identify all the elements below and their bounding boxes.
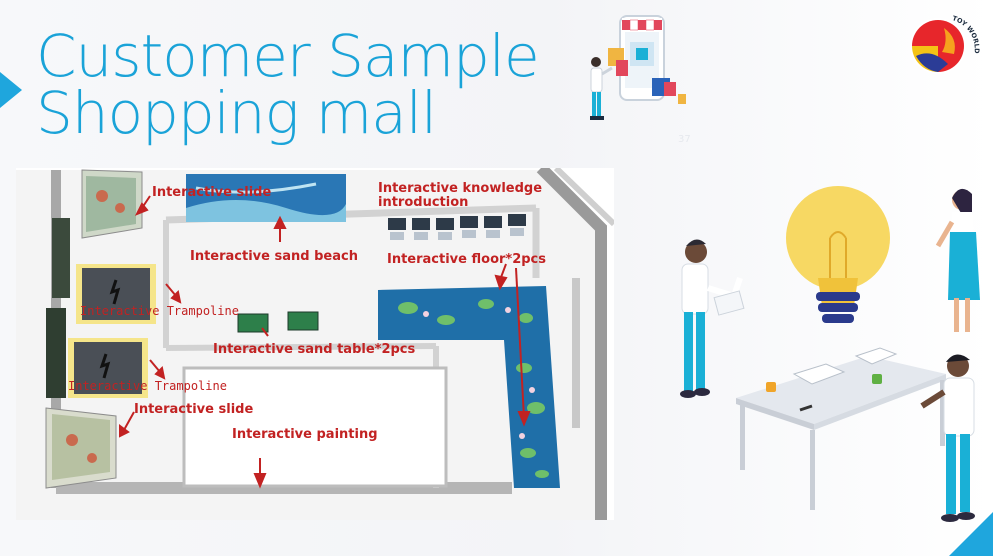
- lightbulb-icon: [786, 186, 890, 323]
- label-interactive-painting: Interactive painting: [232, 427, 378, 442]
- accent-arrow-icon: [0, 72, 22, 108]
- label-interactive-trampoline-2: Interactive Trampoline: [68, 379, 227, 393]
- title-line-2: Shopping mall: [36, 79, 437, 147]
- shopping-phone-illustration: [590, 15, 686, 120]
- title-line-1: Customer Sample: [36, 22, 540, 90]
- label-interactive-knowledge-1: Interactive knowledge: [378, 181, 543, 196]
- floor-plan-image: Interactive slide Interactive sand beach…: [16, 168, 614, 520]
- page-number: 37: [678, 134, 691, 145]
- label-interactive-sand-beach: Interactive sand beach: [190, 249, 358, 264]
- label-interactive-knowledge-2: introduction: [378, 195, 469, 210]
- label-interactive-slide-top: Interactive slide: [152, 185, 272, 200]
- page-title: Customer Sample Shopping mall: [36, 22, 540, 147]
- label-interactive-sand-table: Interactive sand table*2pcs: [213, 342, 416, 357]
- floor-plan-drawing: [16, 168, 614, 520]
- label-interactive-trampoline-1: Interactive Trampoline: [80, 304, 239, 318]
- label-interactive-slide-bottom: Interactive slide: [134, 402, 254, 417]
- team-idea-illustration: [680, 186, 980, 522]
- brand-logo: TOY WORLDWIDE: [908, 12, 980, 74]
- label-interactive-floor: Interactive floor*2pcs: [387, 252, 547, 267]
- corner-accent: [949, 512, 993, 556]
